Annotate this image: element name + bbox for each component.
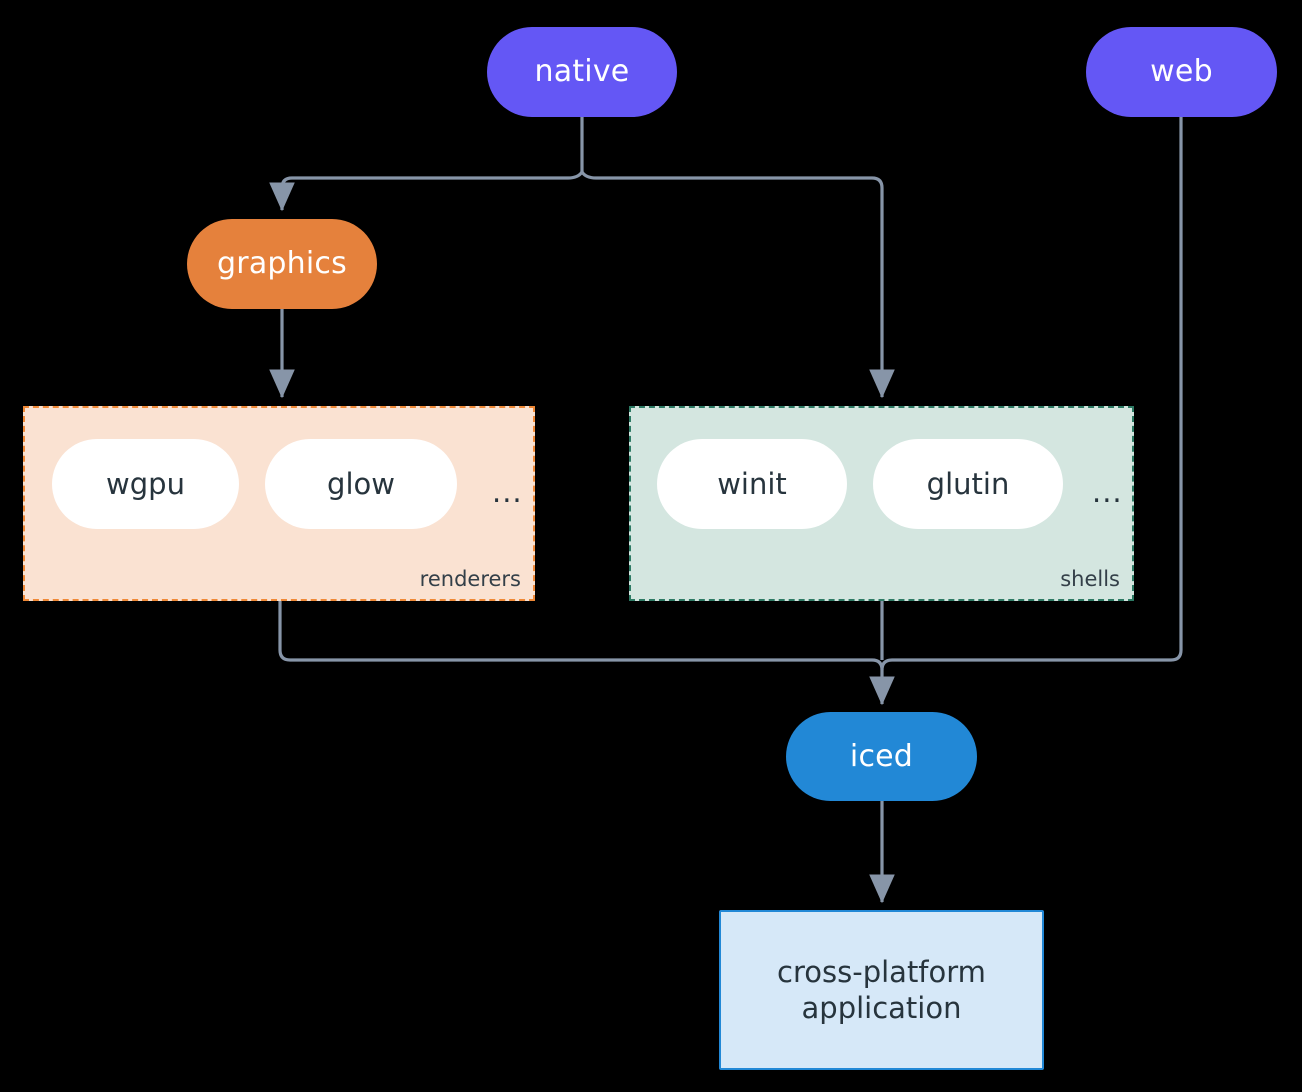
edge-native-to-shells — [580, 171, 895, 399]
edge-native-to-graphics — [269, 171, 584, 212]
node-glutin-label: glutin — [926, 467, 1010, 501]
application-label-line1: cross-platform — [777, 954, 986, 989]
node-winit[interactable]: winit — [657, 439, 847, 529]
node-wgpu-label: wgpu — [106, 467, 185, 501]
edge-renderers-to-iced — [278, 601, 872, 662]
node-graphics[interactable]: graphics — [187, 219, 377, 309]
node-web-label: web — [1150, 54, 1213, 90]
node-glow[interactable]: glow — [265, 439, 457, 529]
node-native-label: native — [534, 54, 630, 90]
node-native[interactable]: native — [487, 27, 677, 117]
cluster-shells-label: shells — [1060, 567, 1120, 591]
edge-join-to-iced — [869, 658, 895, 706]
node-graphics-label: graphics — [217, 246, 347, 282]
cluster-renderers-label: renderers — [419, 567, 521, 591]
node-glutin[interactable]: glutin — [873, 439, 1063, 529]
node-winit-label: winit — [717, 467, 787, 501]
node-cross-platform-application[interactable]: cross-platform application — [719, 910, 1044, 1070]
application-label-line2: application — [801, 991, 962, 1025]
shells-overflow-ellipsis: ... — [1092, 475, 1123, 509]
cluster-renderers: wgpu glow ... renderers — [23, 406, 535, 601]
edge-join-right-curve — [880, 658, 893, 671]
renderers-overflow-ellipsis: ... — [492, 475, 523, 509]
node-web[interactable]: web — [1086, 27, 1277, 117]
node-iced[interactable]: iced — [786, 712, 977, 801]
node-glow-label: glow — [327, 467, 395, 501]
node-iced-label: iced — [849, 738, 914, 774]
node-wgpu[interactable]: wgpu — [52, 439, 239, 529]
cluster-shells: winit glutin ... shells — [629, 406, 1134, 601]
